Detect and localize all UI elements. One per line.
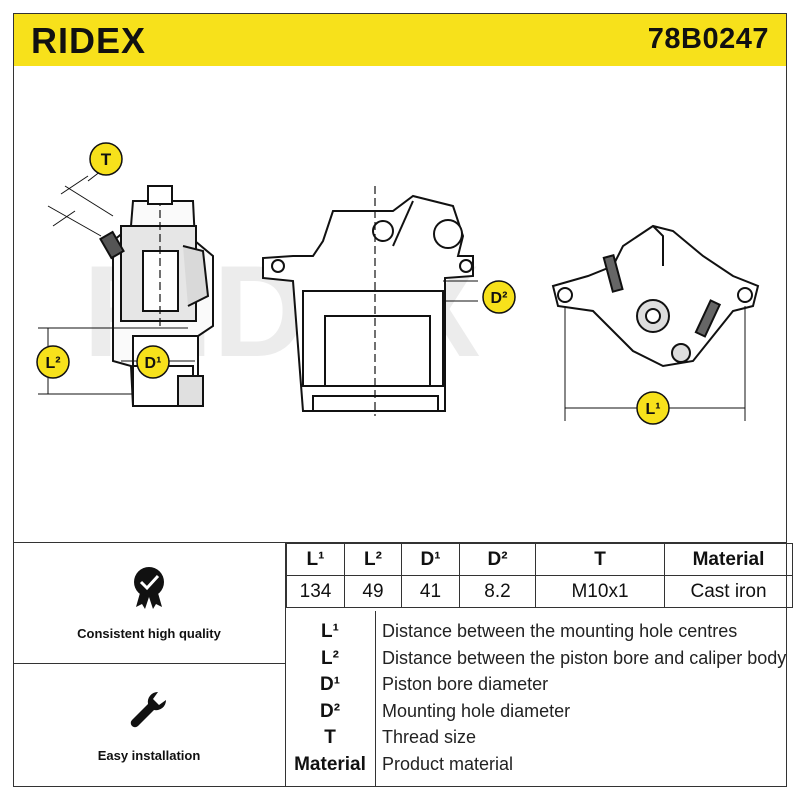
caliper-drawing: RIDEX T [36,142,760,425]
dimension-D2 [443,280,478,302]
value-material: Cast iron [664,575,793,608]
legend-row: L² Distance between the piston bore and … [286,645,787,671]
feature-label-quality: Consistent high quality [77,626,221,641]
dimension-T [47,170,114,237]
legend-row: L¹ Distance between the mounting hole ce… [286,618,787,644]
label-D1-badge [136,345,170,379]
feature-panel-separator [285,543,286,787]
legend-key: T [324,727,336,748]
label-L2: L² [45,355,60,372]
legend-key: D¹ [319,674,341,695]
value-T: M10x1 [535,575,665,608]
legend-key: L² [321,648,339,669]
feature-label-installation: Easy installation [97,748,201,763]
brand-text: RIDEX [31,22,146,58]
header-L1: L¹ [286,543,345,576]
header-D1: D¹ [401,543,460,576]
specs-value-row: 134 49 41 8.2 M10x1 Cast iron [286,575,793,608]
value-L2: 49 [344,575,402,608]
technical-drawing: RIDEX T [13,66,787,542]
legend-desc: Mounting hole diameter [382,701,571,721]
label-D1: D¹ [145,355,162,372]
legend-desc: Distance between the mounting hole centr… [382,621,738,641]
ridex-logo: RIDEX [31,22,146,58]
legend-row: D¹ Piston bore diameter [286,671,787,697]
label-D2-badge [482,280,516,314]
value-D2: 8.2 [459,575,536,608]
header-material: Material [664,543,793,576]
header-L2: L² [344,543,402,576]
legend-row: T Thread size [286,724,787,750]
part-number: 78B0247 [647,23,769,55]
quality-check-icon [134,567,164,609]
legend-desc: Distance between the piston bore and cal… [382,648,787,668]
legend-separator [375,611,376,787]
wrench-icon [130,691,167,728]
value-D1: 41 [401,575,460,608]
specs-table: L¹ L² D¹ D² T Material 134 49 41 8.2 M10… [286,543,793,608]
label-D2: D² [491,290,508,307]
label-T-badge [89,142,123,176]
label-L1-badge [636,391,670,425]
legend-key: Material [294,754,366,775]
legend-desc: Product material [382,754,514,774]
legend-row: Material Product material [286,751,787,777]
label-L1: L¹ [645,401,660,418]
specs-header-row: L¹ L² D¹ D² T Material [286,543,793,576]
feature-divider [13,663,285,664]
header-bar: RIDEX 78B0247 [13,13,787,67]
legend-list: L¹ Distance between the mounting hole ce… [286,611,787,787]
section-divider [13,542,787,543]
legend-key: D² [319,701,341,722]
caliper-front-view [262,186,474,416]
label-T: T [101,150,112,169]
legend-desc: Thread size [382,727,477,747]
header-D2: D² [459,543,536,576]
header-T: T [535,543,665,576]
legend-key: L¹ [321,621,339,642]
value-L1: 134 [286,575,345,608]
label-L2-badge [36,345,70,379]
legend-desc: Piston bore diameter [382,674,549,694]
legend-row: D² Mounting hole diameter [286,698,787,724]
caliper-rear-view [551,224,760,368]
